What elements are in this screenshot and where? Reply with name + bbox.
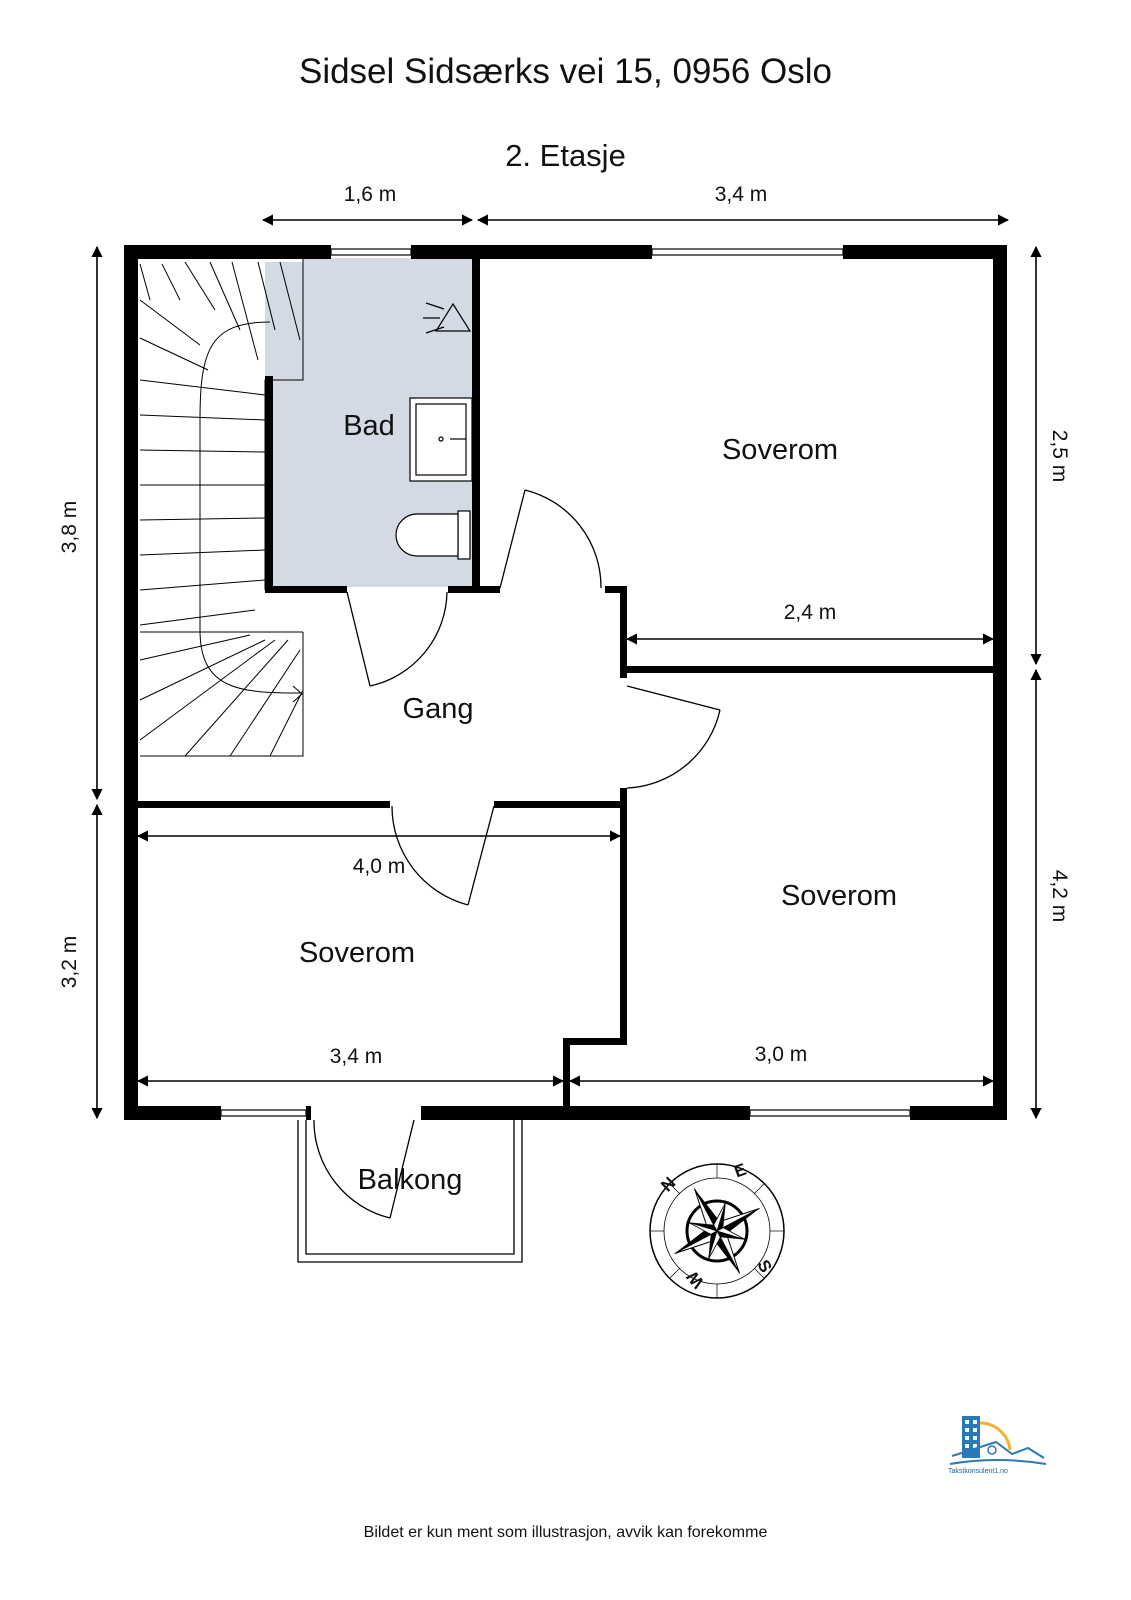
room-label-gang: Gang [403,693,474,725]
dim-inner-bedroom-left-bottom: 3,4 m [330,1045,383,1068]
shower [423,302,472,334]
room-label-bad: Bad [343,410,395,442]
outer-walls [124,245,1007,1120]
dim-top-left: 1,6 m [344,183,397,206]
room-label-balkong: Balkong [358,1164,463,1196]
windows [220,248,911,1117]
room-label-soverom-top-right: Soverom [722,434,838,466]
dim-top-right: 3,4 m [715,183,768,206]
dim-inner-bedroom-left-width: 4,0 m [353,855,406,878]
logo-text: Takstkonsulent1.no [948,1468,1008,1475]
balcony-outline [297,1120,523,1263]
doors [313,489,721,1219]
dim-right-lower: 4,2 m [1048,870,1071,923]
page-title: Sidsel Sidsærks vei 15, 0956 Oslo [298,52,833,91]
footer-disclaimer: Bildet er kun ment som illustrasjon, avv… [363,1524,768,1541]
dim-left-lower: 3,2 m [58,936,81,989]
staircase [139,258,304,757]
room-label-soverom-bottom-left: Soverom [299,937,415,969]
dim-left-upper: 3,8 m [58,501,81,554]
dimension-lines [91,214,1042,1120]
compass-rose: N E S W [649,1160,785,1299]
bathroom-fill-top [303,258,473,378]
interior-walls [138,259,993,1106]
dim-inner-bedroom-top: 2,4 m [784,601,837,624]
sink [409,397,473,482]
dim-right-upper: 2,5 m [1048,430,1071,483]
toilet [395,510,471,560]
dim-inner-bedroom-right-bottom: 3,0 m [755,1043,808,1066]
floor-label: 2. Etasje [505,138,626,173]
company-logo: Takstkonsulent1.no [948,1416,1047,1475]
room-label-soverom-bottom-right: Soverom [781,880,897,912]
